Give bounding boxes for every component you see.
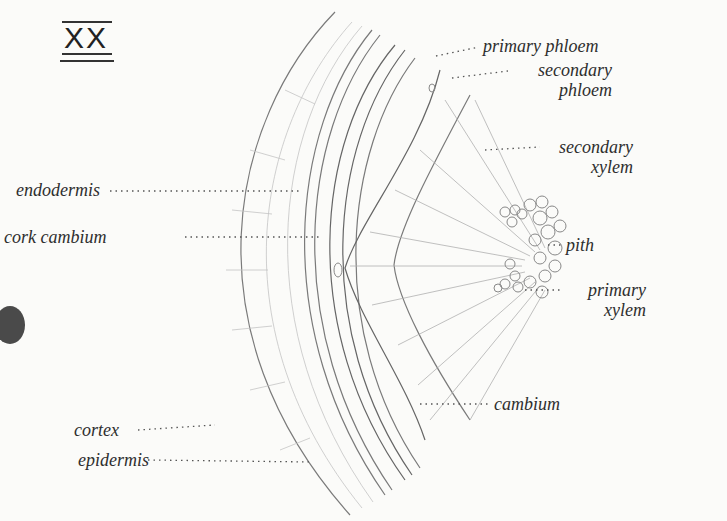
leader-lines — [110, 47, 563, 462]
part-label: endodermis — [16, 180, 100, 200]
cells — [334, 84, 566, 298]
part-label: primary xylem — [566, 280, 646, 320]
part-label: secondary phloem — [512, 60, 612, 100]
part-label: secondary xylem — [543, 137, 633, 177]
cell-walls — [226, 22, 373, 508]
part-label: primary phloem — [483, 36, 599, 56]
tissue-outlines — [241, 12, 470, 515]
title-rules — [60, 22, 114, 61]
plate-number: XX — [64, 23, 108, 53]
binder-hole — [0, 306, 25, 344]
part-label: epidermis — [78, 450, 149, 470]
part-label: cork cambium — [4, 227, 106, 247]
part-label: pith — [566, 235, 594, 255]
part-label: cortex — [74, 420, 119, 440]
part-label: cambium — [494, 394, 560, 414]
xylem-rays — [350, 100, 545, 420]
